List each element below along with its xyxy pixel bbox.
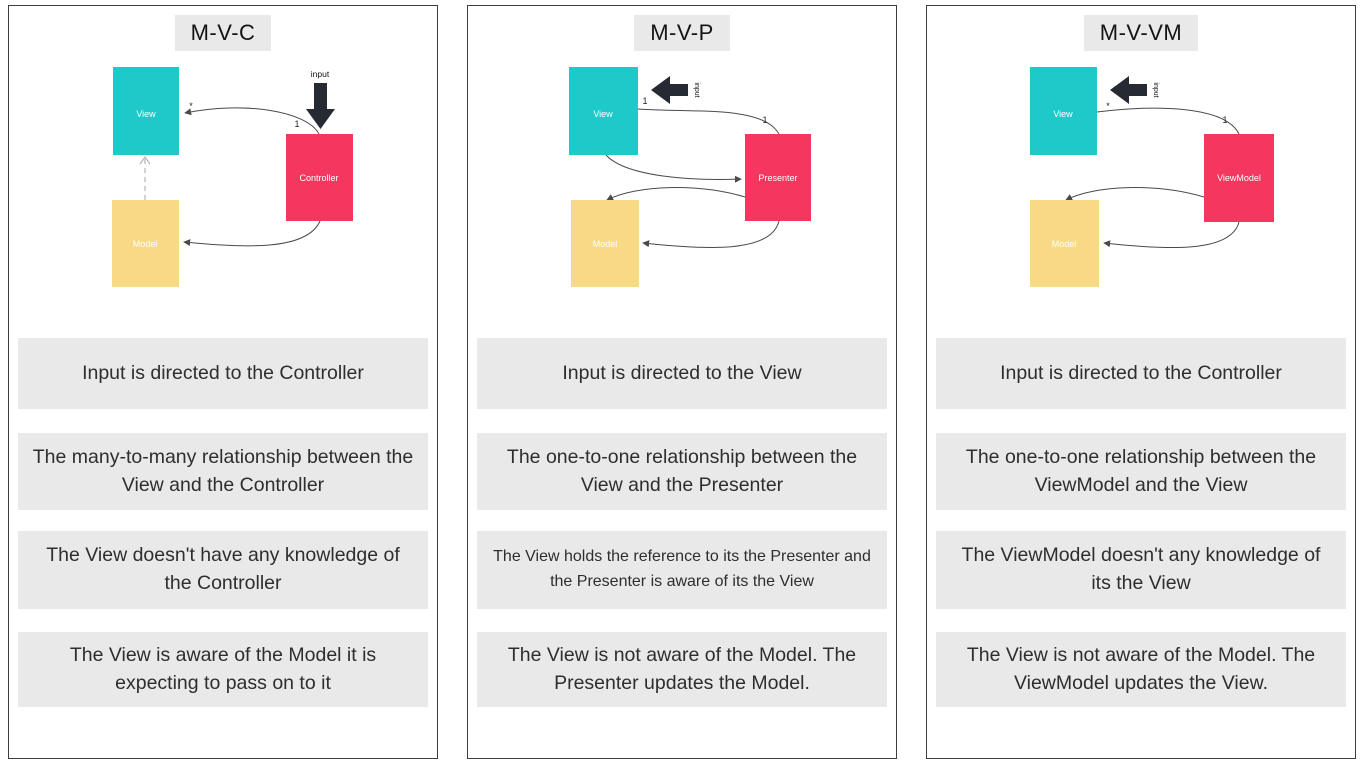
mvvm-viewmodel-box [1204,134,1274,222]
mvvm-viewmodel-model-update-connector [1103,221,1240,249]
mvp-note-reference-text: The View holds the reference to its the … [493,548,871,590]
mvvm-view-box [1030,67,1097,155]
panel-mvc: M-V-C input View Model Controller [8,5,438,759]
mvc-view-controller-connector [184,107,320,135]
mvp-input-arrow-icon [651,76,688,104]
mvp-view-multiplicity: 1 [642,96,647,106]
mvc-note-input-text: Input is directed to the Controller [82,361,364,384]
mvc-input-label: input [311,69,330,79]
mvvm-model-box-label: Model [1052,239,1077,249]
mvc-controller-box [286,134,353,221]
mvvm-diagram: input View Model ViewModel * 1 [1030,67,1274,287]
mvvm-viewmodel-box-label: ViewModel [1217,173,1261,183]
mvvm-note-relationship: The one-to-one relationship between the … [936,433,1346,510]
mvp-note-relationship: The one-to-one relationship between the … [477,433,887,510]
mvc-model-box [112,200,179,287]
mvvm-note-awareness: The View is not aware of the Model. The … [936,632,1346,707]
mvp-note-relationship-text: The one-to-one relationship between the … [506,445,858,496]
mvp-presenter-model-update-connector [642,220,780,249]
mvc-controller-multiplicity: 1 [294,119,299,129]
mvp-view-to-presenter-ref-connector [605,154,742,183]
mvc-diagram: input View Model Controller * 1 [112,67,353,287]
mvvm-view-box-label: View [1053,109,1073,119]
panel-mvvm-title-row: M-V-VM [927,15,1355,51]
panel-mvvm-title: M-V-VM [1083,15,1199,51]
mvp-view-presenter-connector [637,108,780,135]
panel-mvc-title-row: M-V-C [9,15,437,51]
mvvm-note-knowledge: The ViewModel doesn't any knowledge of i… [936,531,1346,609]
mvp-note-awareness-text: The View is not aware of the Model. The … [507,643,857,694]
mvvm-viewmodel-multiplicity: 1 [1222,115,1227,125]
panel-mvc-title: M-V-C [174,15,272,51]
mvc-note-knowledge-text: The View doesn't have any knowledge of t… [46,544,400,594]
mvc-view-box [113,67,179,155]
mvc-model-box-label: Model [133,239,158,249]
panel-mvp-title-row: M-V-P [468,15,896,51]
mvp-notes: Input is directed to the View The one-to… [468,338,896,707]
mvvm-note-awareness-text: The View is not aware of the Model. The … [966,643,1316,694]
mvc-note-awareness-text: The View is aware of the Model it is exp… [69,643,377,694]
mvp-presenter-to-model-connector [606,187,746,201]
mvp-note-awareness: The View is not aware of the Model. The … [477,632,887,707]
mvvm-notes: Input is directed to the Controller The … [927,338,1355,707]
mvvm-input-arrow-icon [1110,76,1147,104]
mvp-input-label: input [693,82,700,97]
mvc-notes: Input is directed to the Controller The … [9,338,437,707]
mvvm-view-multiplicity: * [1106,101,1110,111]
mvc-input-arrow-icon [306,83,335,129]
mvvm-viewmodel-to-model-connector [1065,187,1205,201]
mvc-note-knowledge: The View doesn't have any knowledge of t… [18,531,428,609]
mvvm-view-viewmodel-connector [1096,107,1240,135]
panel-mvp: M-V-P input View Model Presenter [467,5,897,759]
mvp-diagram: input View Model Presenter 1 1 [569,67,811,287]
mvc-controller-model-connector [183,220,321,247]
panel-mvvm: M-V-VM input View Model ViewModel * [926,5,1356,759]
mvc-view-box-label: View [136,109,156,119]
mvp-presenter-box-label: Presenter [758,173,797,183]
mvp-presenter-multiplicity: 1 [762,115,767,125]
mvp-view-box [569,67,638,155]
mvp-model-box-label: Model [593,239,618,249]
mvvm-model-box [1030,200,1099,287]
mvvm-note-knowledge-text: The ViewModel doesn't any knowledge of i… [961,544,1321,594]
mvvm-note-relationship-text: The one-to-one relationship between the … [965,445,1317,496]
mvp-note-input-text: Input is directed to the View [562,361,802,384]
mvvm-note-input-text: Input is directed to the Controller [1000,361,1282,384]
mvp-model-box [571,200,639,287]
mvc-note-relationship-text: The many-to-many relationship between th… [32,445,414,496]
mvvm-note-input: Input is directed to the Controller [936,338,1346,409]
mvc-note-input: Input is directed to the Controller [18,338,428,409]
mvp-view-box-label: View [593,109,613,119]
mvp-note-reference: The View holds the reference to its the … [477,531,887,609]
mvc-view-multiplicity: * [189,101,193,111]
mvvm-input-label: input [1152,82,1159,97]
mvc-controller-box-label: Controller [299,173,338,183]
mvp-presenter-box [745,134,811,221]
mvp-note-input: Input is directed to the View [477,338,887,409]
mvc-note-awareness: The View is aware of the Model it is exp… [18,632,428,707]
mvc-dashed-arrowhead [139,155,151,165]
panel-mvp-title: M-V-P [634,15,730,51]
mvc-note-relationship: The many-to-many relationship between th… [18,433,428,510]
